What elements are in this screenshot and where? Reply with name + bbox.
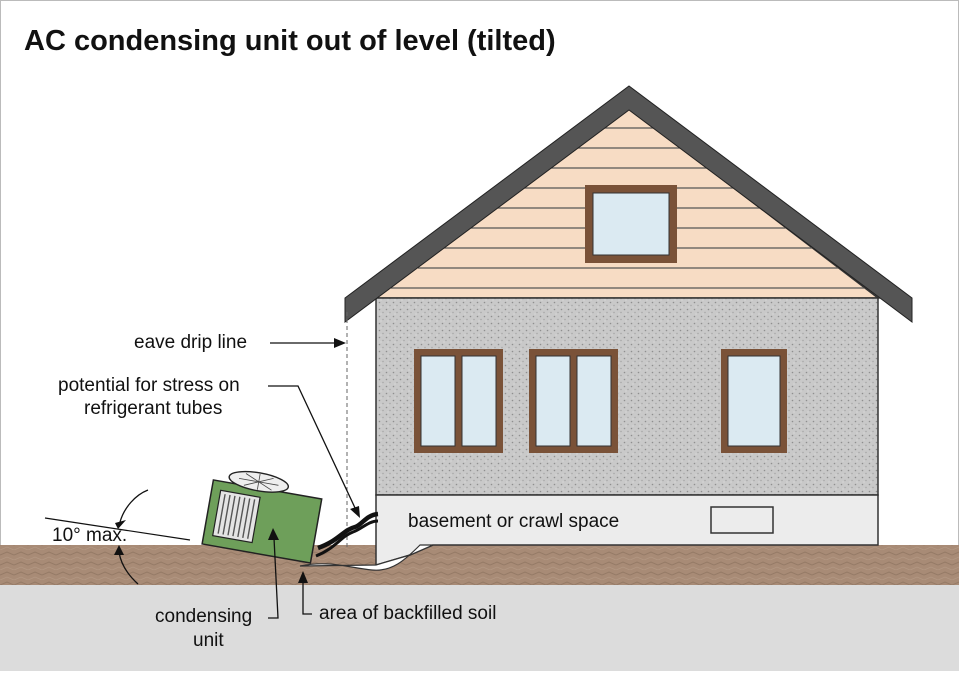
stress-label-line1: potential for stress on (58, 375, 240, 396)
eave-drip-line-label: eave drip line (134, 332, 247, 353)
arrow-head-icon (115, 520, 126, 529)
basement-label: basement or crawl space (408, 511, 619, 532)
condensing-unit (201, 470, 323, 564)
window-middle (529, 349, 618, 453)
stress-label-line2: refrigerant tubes (84, 398, 222, 419)
refrigerant-tubes (315, 511, 379, 558)
arrow-head-icon (268, 528, 279, 540)
arrow-head-icon (114, 545, 124, 555)
arrow-head-icon (350, 506, 360, 518)
subgrade (0, 583, 959, 671)
tilt-angle-indicator (44, 489, 191, 585)
backfill-leader (302, 582, 312, 615)
backfill-depression (299, 544, 434, 571)
tilt-reference-line (44, 517, 191, 541)
roof (344, 85, 913, 323)
diagram-title: AC condensing unit out of level (tilted) (24, 25, 556, 57)
unit-label-line2: unit (193, 630, 224, 651)
foundation-vent (710, 506, 774, 534)
window-right (721, 349, 787, 453)
stress-leader (268, 385, 357, 511)
soil-layer (0, 545, 959, 585)
window-left (414, 349, 503, 453)
unit-label-line1: condensing (155, 606, 252, 627)
unit-leader (268, 537, 279, 619)
arrow-head-icon (298, 571, 308, 583)
backfill-label: area of backfilled soil (319, 603, 496, 624)
angle-label: 10° max. (52, 525, 127, 546)
arrow-head-icon (334, 338, 346, 348)
attic-window-glass (592, 192, 670, 256)
